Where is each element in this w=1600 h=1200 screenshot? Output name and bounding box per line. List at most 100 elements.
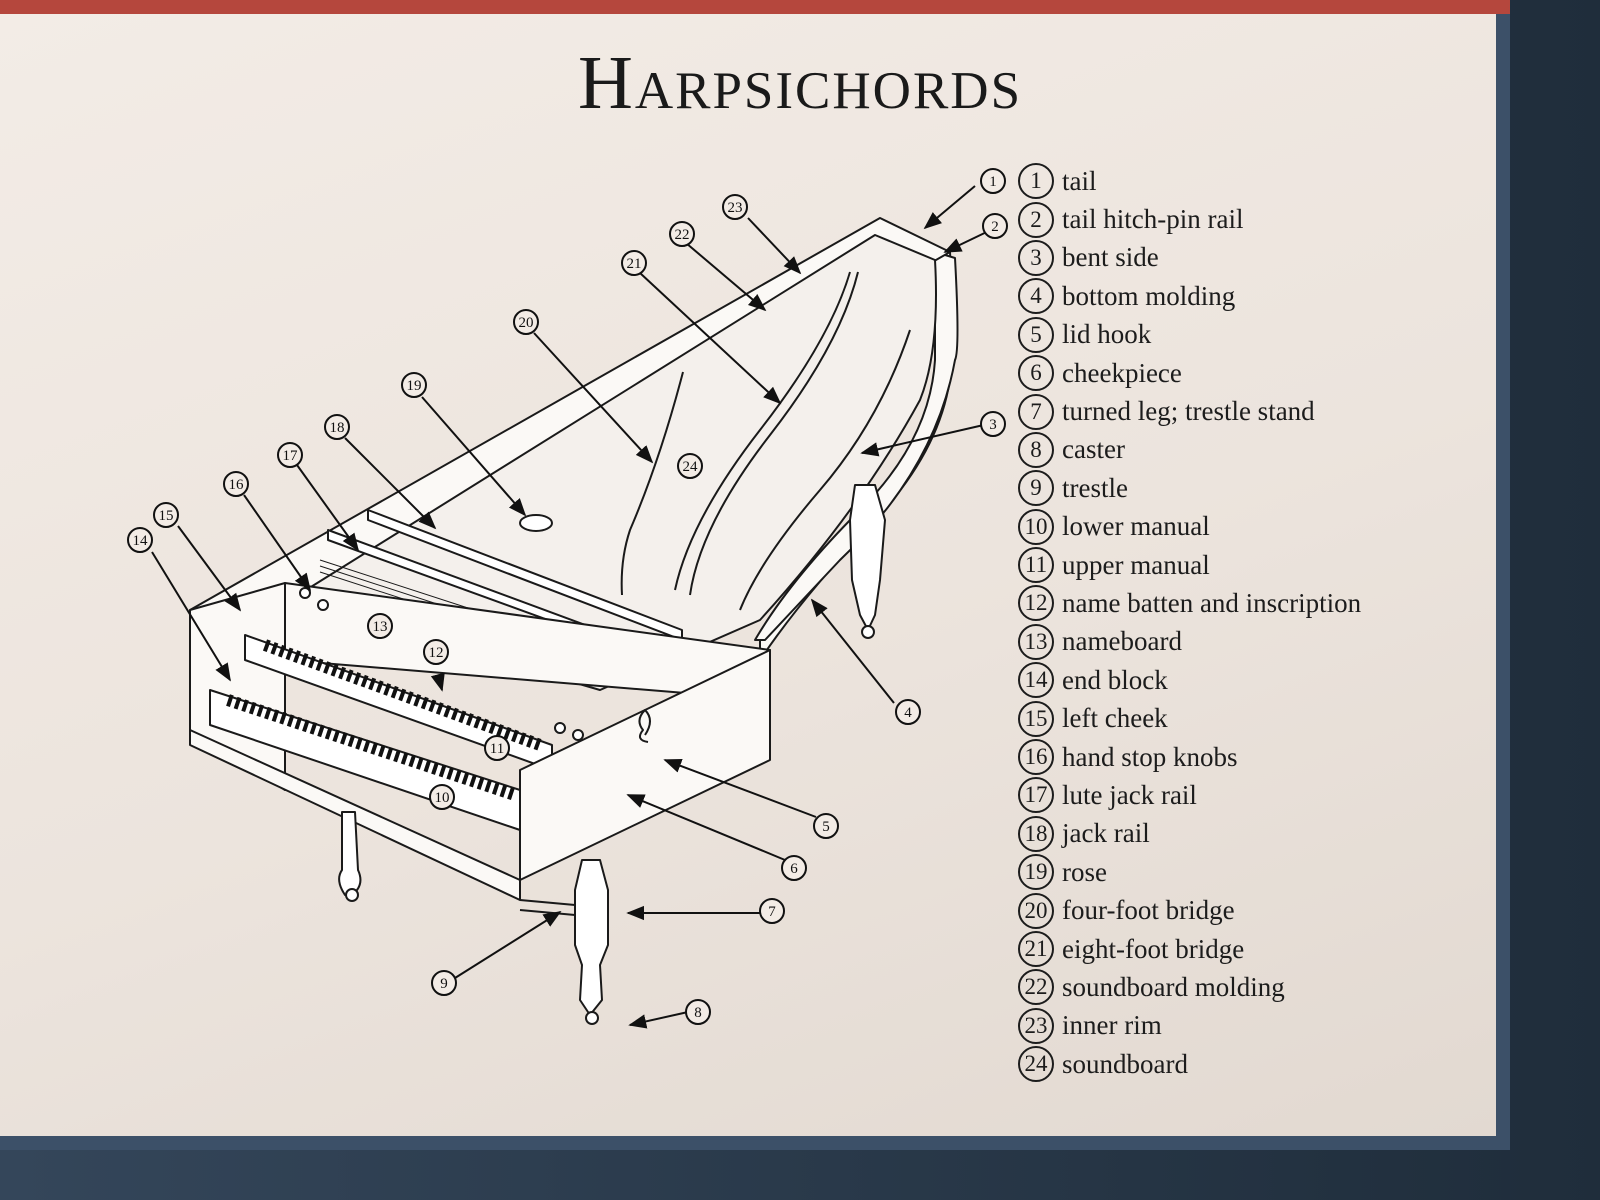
legend-item: 22 soundboard molding xyxy=(1018,968,1478,1006)
rose-shape xyxy=(519,514,553,532)
upper-keys-black xyxy=(262,639,543,751)
legend-label: tail hitch-pin rail xyxy=(1062,204,1244,235)
callout-label-17: 17 xyxy=(283,448,299,464)
harpsichord-drawing xyxy=(189,217,959,1025)
red-top-band xyxy=(0,0,1510,14)
legend-number: 15 xyxy=(1018,700,1054,737)
legend-label: hand stop knobs xyxy=(1062,741,1238,772)
legend-item: 12 name batten and inscription xyxy=(1018,584,1478,622)
eight-foot-bridge-line xyxy=(674,271,851,591)
legend-number: 9 xyxy=(1018,470,1054,507)
legend-number: 13 xyxy=(1018,623,1054,660)
legend-number: 17 xyxy=(1018,777,1054,814)
callout-17 xyxy=(277,442,303,468)
callout-label-18: 18 xyxy=(330,420,345,436)
legend-item: 18 jack rail xyxy=(1018,815,1478,853)
lower-keys-black xyxy=(226,694,517,801)
legend-number: 18 xyxy=(1018,815,1054,852)
legend-label: eight-foot bridge xyxy=(1062,933,1245,964)
legend-number: 4 xyxy=(1018,278,1054,315)
callout-label-1: 1 xyxy=(989,174,997,190)
legend-number: 11 xyxy=(1018,547,1054,584)
legend-number: 10 xyxy=(1018,508,1054,545)
legend-item: 10 lower manual xyxy=(1018,508,1478,546)
legend-label: turned leg; trestle stand xyxy=(1062,396,1315,427)
callout-label-6: 6 xyxy=(790,861,798,877)
legend-number: 22 xyxy=(1018,969,1054,1006)
legend-number: 5 xyxy=(1018,316,1054,353)
legend-number: 19 xyxy=(1018,854,1054,891)
legend-label: lower manual xyxy=(1062,511,1210,542)
callout-21 xyxy=(621,250,647,276)
callout-label-7: 7 xyxy=(768,904,776,920)
legend-item: 7 turned leg; trestle stand xyxy=(1018,392,1478,430)
callout-13 xyxy=(367,613,393,639)
callout-label-10: 10 xyxy=(435,790,450,806)
legend-label: tail xyxy=(1062,165,1097,196)
callout-2 xyxy=(982,213,1008,239)
callout-8 xyxy=(685,999,711,1025)
callout-label-9: 9 xyxy=(440,976,448,992)
legend-label: jack rail xyxy=(1062,818,1150,849)
callout-24 xyxy=(677,453,703,479)
callout-label-22: 22 xyxy=(675,227,690,243)
cheekpiece xyxy=(519,649,771,881)
callout-3 xyxy=(980,411,1006,437)
callout-23 xyxy=(722,194,748,220)
callout-label-11: 11 xyxy=(490,741,504,757)
legend-item: 9 trestle xyxy=(1018,469,1478,507)
legend-label: caster xyxy=(1062,434,1125,465)
legend-number: 2 xyxy=(1018,201,1054,238)
callout-label-16: 16 xyxy=(229,477,245,493)
legend-item: 11 upper manual xyxy=(1018,546,1478,584)
callout-arrows xyxy=(151,185,996,1029)
legend-label: trestle xyxy=(1062,472,1128,503)
callout-1 xyxy=(980,168,1006,194)
moulding-curve xyxy=(739,329,911,611)
callout-label-15: 15 xyxy=(159,508,174,524)
callout-7 xyxy=(759,898,785,924)
legend-label: four-foot bridge xyxy=(1062,895,1235,926)
callout-18 xyxy=(324,414,350,440)
callout-label-2: 2 xyxy=(991,219,999,235)
legend-label: name batten and inscription xyxy=(1062,587,1362,618)
callout-label-19: 19 xyxy=(407,378,422,394)
legend-item: 2 tail hitch-pin rail xyxy=(1018,200,1478,238)
callout-12 xyxy=(423,639,449,665)
callout-5 xyxy=(813,813,839,839)
legend-number: 7 xyxy=(1018,393,1054,430)
callout-numbers: 1 2 3 4 5 6 7 8 9 10 11 12 13 14 15 16 1… xyxy=(133,174,999,1021)
callout-19 xyxy=(401,372,427,398)
legend-label: upper manual xyxy=(1062,549,1210,580)
leg-front-right xyxy=(574,859,609,1016)
legend-label: lute jack rail xyxy=(1062,779,1197,810)
legend-label: soundboard xyxy=(1062,1048,1188,1079)
legend-label: cheekpiece xyxy=(1062,357,1182,388)
callout-11 xyxy=(484,735,510,761)
callout-label-24: 24 xyxy=(683,459,699,475)
legend-label: rose xyxy=(1062,856,1107,887)
callout-label-23: 23 xyxy=(728,200,743,216)
callout-22 xyxy=(669,221,695,247)
legend-number: 12 xyxy=(1018,585,1054,622)
callout-label-12: 12 xyxy=(429,645,444,661)
callout-6 xyxy=(781,855,807,881)
page-title: Harpsichords xyxy=(577,41,1023,125)
callout-label-4: 4 xyxy=(904,705,912,721)
legend-label: soundboard molding xyxy=(1062,971,1285,1002)
callout-label-14: 14 xyxy=(133,533,149,549)
callout-10 xyxy=(429,784,455,810)
